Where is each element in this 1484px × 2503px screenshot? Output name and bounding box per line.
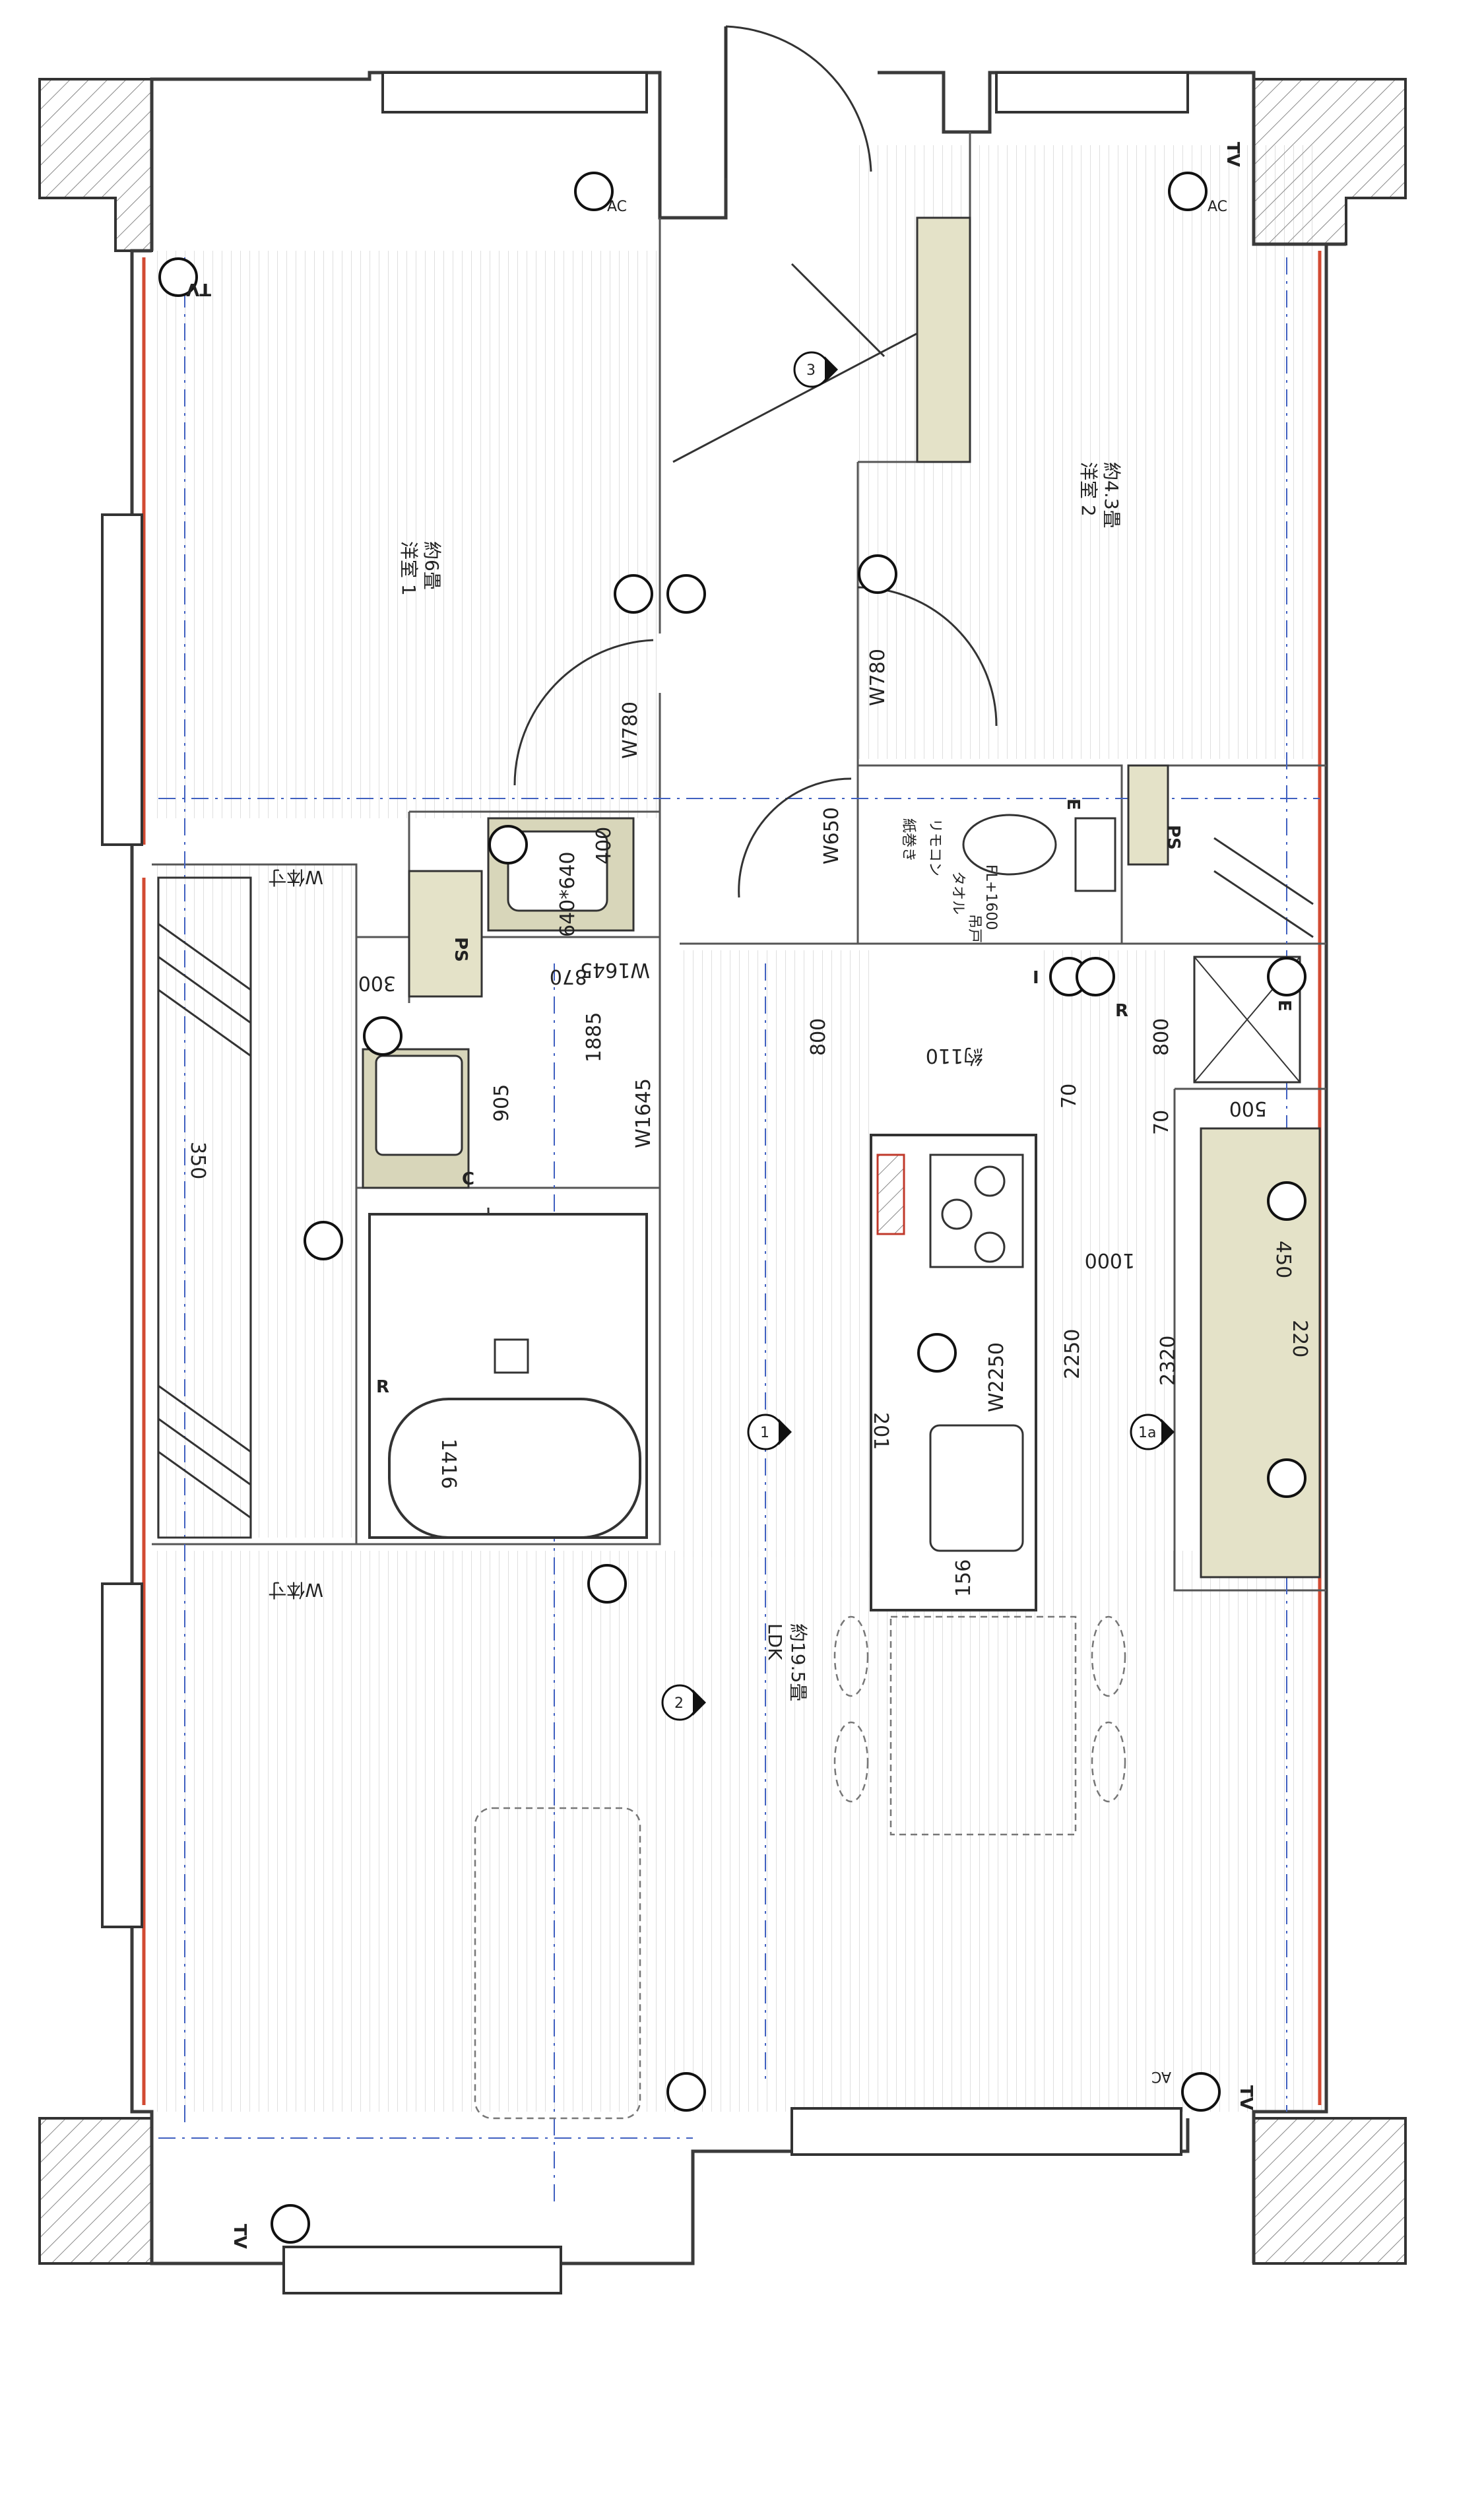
dim-basin: 640*640 bbox=[556, 851, 579, 937]
dim-door-w780-a: W780 bbox=[619, 701, 642, 759]
c-label: C bbox=[462, 1169, 474, 1189]
marker-1: 1 bbox=[760, 1425, 769, 1441]
corner-columns bbox=[38, 78, 1407, 2265]
dim-450: 450 bbox=[1272, 1241, 1295, 1278]
tv-label-3: TV bbox=[1236, 2085, 1256, 2110]
dim-300: 300 bbox=[358, 971, 396, 994]
ac-label-1: AC bbox=[607, 199, 627, 215]
toilet-label-5: FL+1600 bbox=[983, 864, 999, 930]
e-label-1: E bbox=[1063, 798, 1083, 810]
ps-label-1: PS bbox=[451, 937, 470, 962]
toilet-label-2: リモコン bbox=[926, 818, 943, 876]
dim-905: 905 bbox=[490, 1084, 513, 1122]
dim-door-w780-b: W780 bbox=[866, 649, 889, 706]
ac-label-3: AC bbox=[1151, 2068, 1171, 2085]
outlets bbox=[158, 172, 1307, 2244]
dining-furniture bbox=[474, 1615, 1126, 2120]
marker-2: 2 bbox=[674, 1695, 684, 1712]
dim-door-w650: W650 bbox=[820, 807, 843, 864]
text-labels: 洋室 1 約6畳 洋室 2 約4.3畳 LDK 約19.5畳 W780 W780… bbox=[186, 142, 1311, 2249]
dim-156: 156 bbox=[952, 1559, 975, 1597]
dim-bath-1416: 1416 bbox=[437, 1439, 460, 1489]
dim-500: 500 bbox=[1229, 1097, 1267, 1120]
dim-70-a: 70 bbox=[1058, 1084, 1081, 1109]
toilet-label-1: 紙巻き bbox=[900, 818, 917, 862]
dim-70-b: 70 bbox=[1150, 1110, 1173, 1135]
ac-label-2: AC bbox=[1208, 199, 1227, 215]
closet-label-2: W体寸 bbox=[268, 1579, 323, 1601]
room-western1-size: 約6畳 bbox=[421, 541, 443, 590]
closet-label-1: W体寸 bbox=[268, 866, 323, 888]
interior-walls bbox=[152, 132, 1326, 1592]
dim-w1645-a: W1645 bbox=[580, 958, 650, 981]
tv-label-4: TV bbox=[230, 2224, 249, 2249]
dim-201: 201 bbox=[869, 1412, 892, 1450]
toilet-label-3: タオル bbox=[950, 871, 966, 915]
dim-hood: 約110 bbox=[926, 1044, 983, 1067]
toilet-label-4: 吊戸 bbox=[966, 914, 983, 943]
dim-1000: 1000 bbox=[1085, 1249, 1135, 1272]
tv-label-1: TV bbox=[186, 279, 211, 299]
i-label: I bbox=[1033, 968, 1039, 988]
ps-label-2: PS bbox=[1163, 825, 1183, 850]
marker-1a: 1a bbox=[1138, 1425, 1156, 1441]
dim-870: 870 bbox=[550, 965, 587, 988]
dim-1885: 1885 bbox=[583, 1012, 606, 1062]
marker-3: 3 bbox=[806, 362, 816, 379]
room-ldk-size: 約19.5畳 bbox=[787, 1623, 809, 1701]
room-ldk-name: LDK bbox=[764, 1623, 786, 1660]
room-western2-name: 洋室 2 bbox=[1078, 462, 1099, 517]
dim-800-a: 800 bbox=[807, 1018, 830, 1056]
windows bbox=[101, 71, 1189, 2294]
toilet bbox=[962, 814, 1116, 892]
r-label-kitchen: R bbox=[1115, 1001, 1128, 1021]
closets bbox=[157, 837, 1314, 1539]
dim-350: 350 bbox=[186, 1142, 209, 1179]
washroom bbox=[362, 817, 648, 1539]
tv-label-2: TV bbox=[1223, 142, 1242, 167]
dim-kitchen-w2250: W2250 bbox=[985, 1342, 1008, 1412]
e-label-2: E bbox=[1274, 1000, 1294, 1012]
dim-2250: 2250 bbox=[1061, 1329, 1084, 1379]
floor-area bbox=[152, 145, 1326, 2112]
room-western2-size: 約4.3畳 bbox=[1101, 462, 1122, 529]
room-western1-name: 洋室 1 bbox=[398, 541, 420, 596]
r-label-bath: R bbox=[376, 1377, 389, 1397]
dim-800-b: 800 bbox=[1150, 1018, 1173, 1056]
dim-w1645-b: W1645 bbox=[632, 1078, 655, 1148]
dim-220: 220 bbox=[1288, 1320, 1311, 1357]
dim-2320: 2320 bbox=[1157, 1336, 1180, 1386]
dim-400: 400 bbox=[593, 827, 616, 864]
section-markers bbox=[661, 351, 1175, 1721]
